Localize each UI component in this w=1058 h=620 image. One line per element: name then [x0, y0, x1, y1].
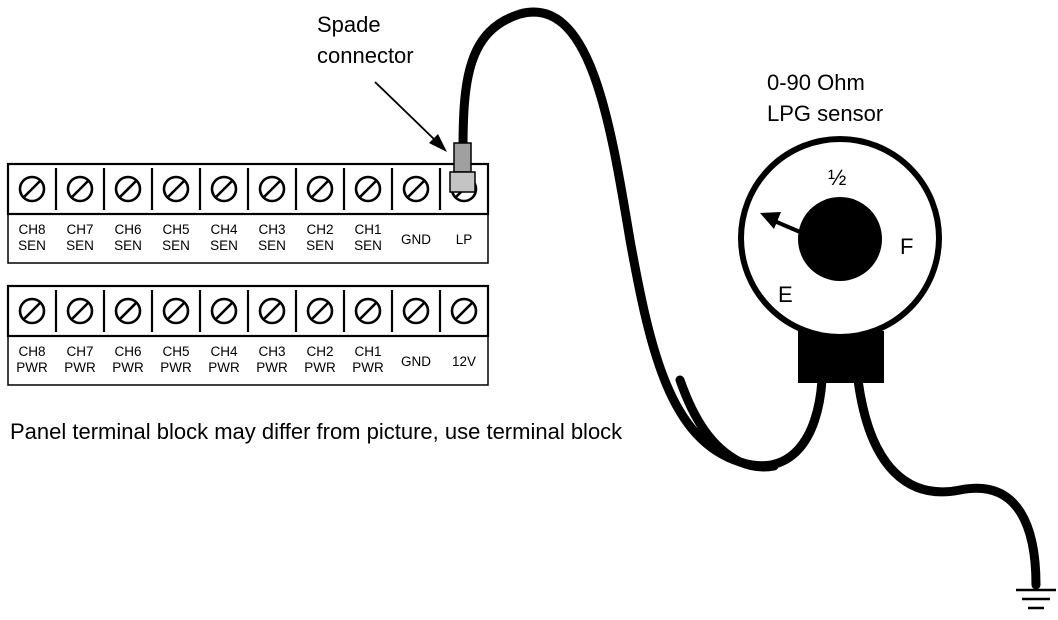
terminal-label: CH1 — [354, 344, 381, 359]
terminal-screw-icon[interactable] — [162, 175, 190, 203]
terminal-block-note: Panel terminal block may differ from pic… — [10, 419, 623, 444]
terminal-label: PWR — [304, 360, 336, 375]
terminal-label: PWR — [160, 360, 192, 375]
terminal-label: 12V — [452, 354, 476, 369]
terminal-screw-icon[interactable] — [18, 175, 46, 203]
spade-pointer-arrow — [374, 81, 447, 152]
lpg-gauge-sensor: ½ F E — [738, 136, 942, 383]
terminal-screw-icon[interactable] — [66, 175, 94, 203]
terminal-screw-icon[interactable] — [306, 175, 334, 203]
sensor-wire-overlay — [675, 375, 779, 472]
spade-connector-label-line2: connector — [317, 43, 414, 68]
terminal-label: CH4 — [210, 222, 237, 237]
terminal-label: PWR — [112, 360, 144, 375]
terminal-label: GND — [401, 232, 431, 247]
terminal-label: CH2 — [306, 344, 333, 359]
terminal-label: CH6 — [114, 344, 141, 359]
terminal-screw-icon[interactable] — [18, 297, 46, 325]
terminal-label: CH8 — [18, 222, 45, 237]
power-terminal-block: CH8PWRCH7PWRCH6PWRCH5PWRCH4PWRCH3PWRCH2P… — [6, 284, 490, 386]
terminal-label: CH7 — [66, 344, 93, 359]
gauge-empty-mark: E — [778, 282, 793, 307]
terminal-label: PWR — [208, 360, 240, 375]
terminal-label: SEN — [210, 238, 238, 253]
terminal-label: PWR — [352, 360, 384, 375]
terminal-screw-icon[interactable] — [354, 297, 382, 325]
terminal-label: SEN — [18, 238, 46, 253]
terminal-label: CH2 — [306, 222, 333, 237]
terminal-label: CH8 — [18, 344, 45, 359]
terminal-label: PWR — [16, 360, 48, 375]
terminal-label: SEN — [354, 238, 382, 253]
terminal-screw-icon[interactable] — [210, 297, 238, 325]
terminal-screw-icon[interactable] — [114, 297, 142, 325]
gauge-needle-tip-icon — [760, 212, 781, 229]
terminal-label: PWR — [64, 360, 96, 375]
terminal-label: SEN — [114, 238, 142, 253]
terminal-screw-icon[interactable] — [210, 175, 238, 203]
terminal-label: CH3 — [258, 344, 285, 359]
terminal-label: SEN — [162, 238, 190, 253]
terminal-screw-icon[interactable] — [402, 297, 430, 325]
spade-connector — [449, 142, 476, 193]
terminal-label: LP — [456, 232, 473, 247]
terminal-screw-icon[interactable] — [402, 175, 430, 203]
terminal-label: CH4 — [210, 344, 237, 359]
terminal-screw-icon[interactable] — [66, 297, 94, 325]
terminal-label: SEN — [66, 238, 94, 253]
terminal-label: CH5 — [162, 344, 189, 359]
ground-symbol-icon — [1016, 580, 1056, 610]
ground-wire — [853, 375, 1041, 590]
terminal-label: PWR — [256, 360, 288, 375]
terminal-screw-icon[interactable] — [162, 297, 190, 325]
terminal-screw-icon[interactable] — [258, 175, 286, 203]
terminal-screw-icon[interactable] — [114, 175, 142, 203]
terminal-screw-icon[interactable] — [306, 297, 334, 325]
sensor-label-line1: 0-90 Ohm — [767, 70, 865, 95]
terminal-screw-icon[interactable] — [450, 297, 478, 325]
terminal-label: CH6 — [114, 222, 141, 237]
terminal-label: GND — [401, 354, 431, 369]
sensor-terminal-block: CH8SENCH7SENCH6SENCH5SENCH4SENCH3SENCH2S… — [6, 162, 490, 264]
terminal-label: CH5 — [162, 222, 189, 237]
terminal-screw-icon[interactable] — [354, 175, 382, 203]
terminal-label: SEN — [306, 238, 334, 253]
gauge-full-mark: F — [900, 234, 913, 259]
sensor-label-line2: LPG sensor — [767, 101, 883, 126]
terminal-label: CH7 — [66, 222, 93, 237]
terminal-label: SEN — [258, 238, 286, 253]
terminal-screw-icon[interactable] — [258, 297, 286, 325]
gauge-hub — [798, 197, 882, 281]
terminal-label: CH1 — [354, 222, 381, 237]
terminal-label: CH3 — [258, 222, 285, 237]
gauge-half-mark: ½ — [828, 165, 846, 190]
spade-connector-label-line1: Spade — [317, 12, 381, 37]
